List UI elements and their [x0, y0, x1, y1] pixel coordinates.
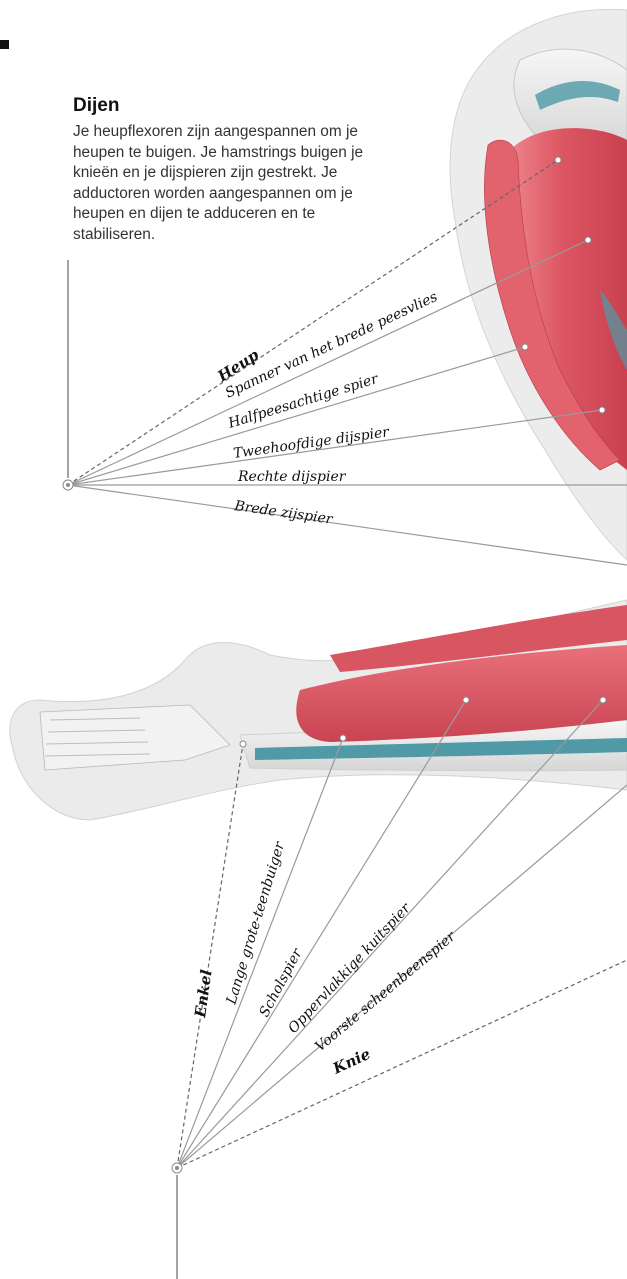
enkel-leader — [177, 744, 243, 1168]
lange-leader — [177, 738, 343, 1168]
spanner-end-dot — [585, 237, 591, 243]
leg-origin-dot — [176, 1167, 179, 1170]
leg-illustration — [10, 600, 627, 820]
thigh-origin-dot — [67, 484, 70, 487]
opper-end-dot — [600, 697, 606, 703]
brede-leader — [68, 485, 627, 565]
brede-label: Brede zijspier — [232, 498, 334, 528]
knie-label: Knie — [329, 1045, 373, 1078]
heup-end-dot — [555, 157, 561, 163]
thigh-illustration — [450, 9, 627, 560]
schol-end-dot — [463, 697, 469, 703]
halfpees-end-dot — [522, 344, 528, 350]
enkel-end-dot — [240, 741, 246, 747]
tweehoofdige-end-dot — [599, 407, 605, 413]
tweehoofdige-label: Tweehoofdige dijspier — [232, 424, 391, 462]
leg-leaders — [177, 700, 627, 1279]
schol-label: Scholspier — [256, 945, 306, 1020]
enkel-label: Enkel — [191, 968, 216, 1019]
rechte-label: Rechte dijspier — [237, 469, 347, 485]
lange-end-dot — [340, 735, 346, 741]
knie-leader — [177, 960, 627, 1168]
